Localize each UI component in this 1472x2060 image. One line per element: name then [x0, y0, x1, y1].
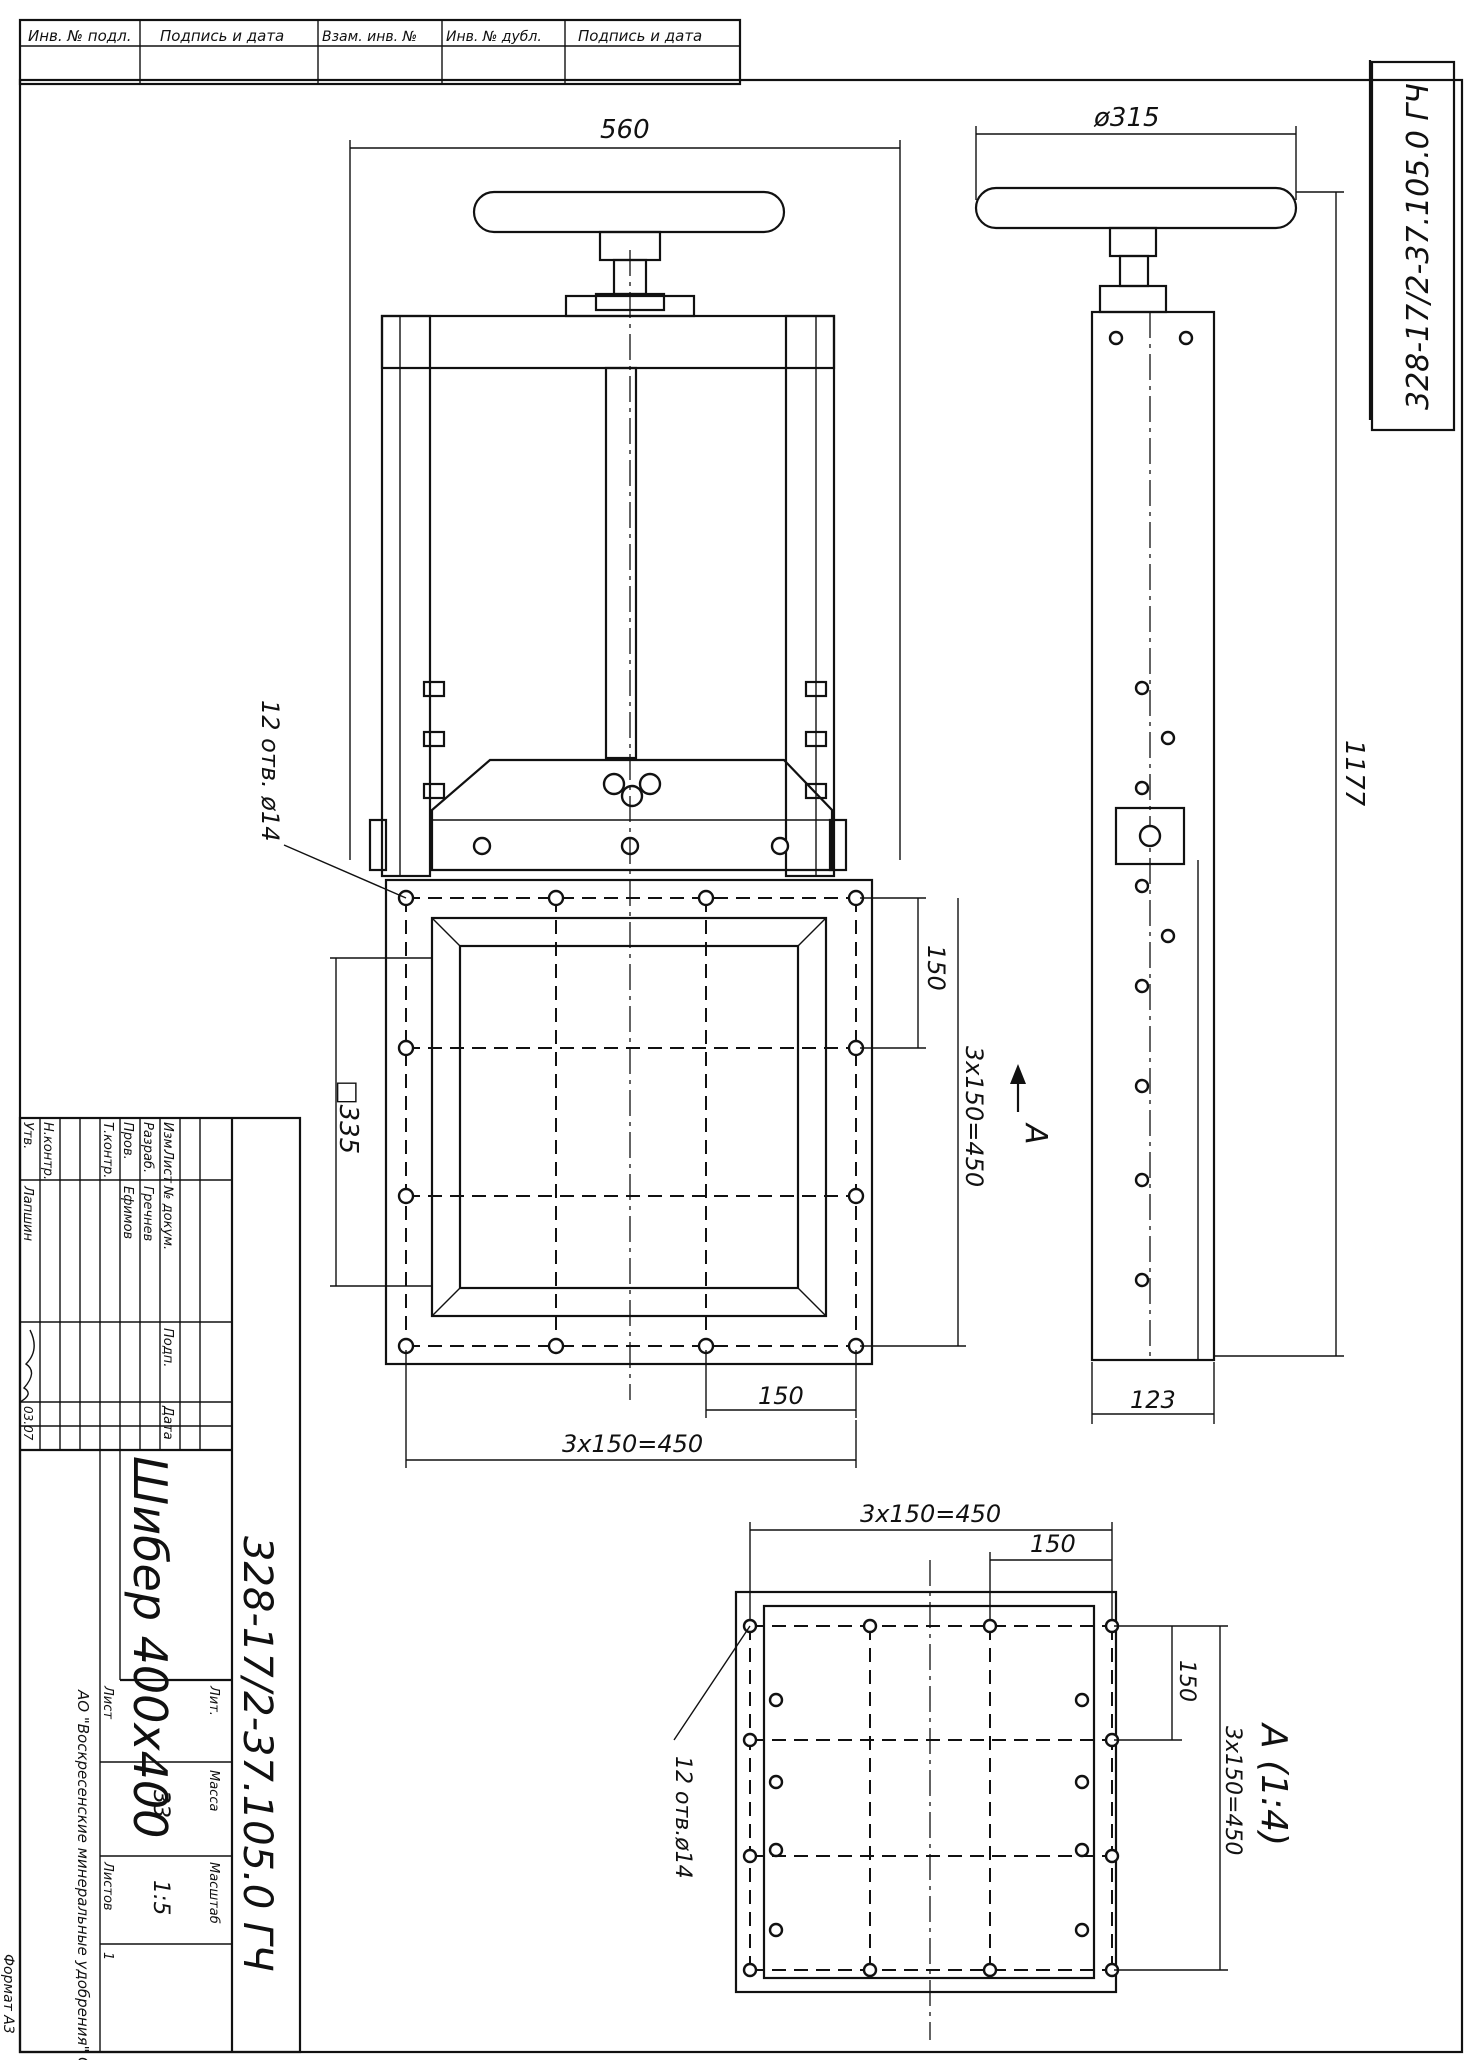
dim-pitch-vertical: 150 [922, 945, 950, 991]
tb-label-izm: Изм. [160, 1122, 175, 1153]
opening-inner [458, 944, 800, 1290]
dim-pitch-total-vertical: 3х150=450 [960, 1046, 988, 1187]
view-a-holes [742, 1618, 1120, 1978]
format-label: Формат А3 [0, 1954, 16, 2034]
tb-label-sheets: Листов [100, 1861, 115, 1911]
tb-utv-name: Лапшин [20, 1185, 35, 1242]
tb-razrab-name: Гречнев [140, 1186, 155, 1241]
stamp-sign-date-1: Подпись и дата [160, 27, 284, 45]
dim-side-depth: 123 [1130, 1386, 1176, 1414]
view-a-dim-pitch-vertical: 150 [1174, 1660, 1199, 1702]
view-a-dim-pitch: 150 [1030, 1530, 1076, 1558]
side-body [1090, 310, 1216, 1362]
flange [384, 878, 874, 1366]
top-beam [380, 314, 836, 370]
right-post [784, 314, 836, 878]
front-view: 560 12 отв. ø14 □335 150 3х150=450 А 150… [256, 115, 1053, 1468]
stamp-sign-date-2: Подпись и дата [578, 27, 702, 45]
stamp-vzam-inv: Взам. инв. № [322, 29, 417, 45]
dim-pitch-horizontal: 150 [758, 1382, 804, 1410]
signature-mark [19, 1329, 35, 1403]
view-a-holes-note: 12 отв.ø14 [670, 1756, 695, 1879]
tb-scale-value: 1:5 [148, 1880, 173, 1915]
tb-signature-date: 03.07 [21, 1406, 35, 1441]
view-a: 3х150=450 150 150 3х150=450 А (1:4) 12 о… [670, 1500, 1294, 2040]
tb-label-scale: Масштаб [206, 1862, 221, 1924]
view-arrow-label: А [1018, 1122, 1053, 1145]
view-a-dim-total-vertical: 3х150=450 [1220, 1726, 1245, 1855]
tb-label-nkontr: Н.контр. [40, 1122, 55, 1180]
tb-sheets-value: 1 [100, 1952, 115, 1960]
side-holes [1108, 330, 1194, 1288]
drawing-number-box: 328-17/2-37.105.0 ГЧ [1370, 60, 1456, 432]
dim-front-width: 560 [600, 115, 650, 145]
tb-mass-value: 33 [148, 1790, 173, 1818]
handwheel [472, 190, 786, 234]
tb-label-tkontr: Т.контр. [100, 1122, 115, 1178]
tb-label-doc: № докум. [160, 1185, 175, 1250]
tb-name: Шибер 400х400 [123, 1456, 177, 1838]
tb-label-lit: Лит. [206, 1685, 221, 1716]
tb-company: АО "Воскресенские минеральные удобрения"… [74, 1689, 92, 2060]
tb-label-prov: Пров. [120, 1122, 135, 1160]
stamp-inv-dubl: Инв. № дубл. [446, 29, 542, 45]
handwheel-side [974, 186, 1298, 230]
tb-label-razrab: Разраб. [140, 1122, 155, 1173]
stamp-inv-podl: Инв. № подл. [28, 27, 131, 45]
view-a-dim-total: 3х150=450 [860, 1500, 1001, 1528]
dim-height: 1177 [1339, 740, 1369, 807]
tb-label-sign: Подп. [160, 1328, 175, 1367]
holes-note: 12 отв. ø14 [256, 700, 284, 841]
drawing-number-vertical: 328-17/2-37.105.0 ГЧ [1401, 83, 1436, 410]
view-a-body [734, 1590, 1118, 1994]
tb-label-list: Лист [160, 1149, 175, 1183]
dim-side-diameter: ø315 [1093, 103, 1160, 133]
tb-prov-name: Ефимов [120, 1186, 135, 1239]
dim-pitch-total-horizontal: 3х150=450 [562, 1430, 703, 1458]
opening-outer [430, 916, 828, 1318]
flange-holes [397, 889, 865, 1355]
tb-label-utv: Утв. [20, 1122, 35, 1149]
tb-label-sheet: Лист [100, 1685, 115, 1719]
side-view: ø315 1177 123 [974, 103, 1369, 1424]
tb-label-mass: Масса [206, 1770, 221, 1811]
left-post [380, 314, 432, 878]
dim-opening: □335 [333, 1080, 363, 1154]
title-block: Изм. Лист № докум. Подп. Дата Разраб. Пр… [0, 1116, 302, 2060]
spindle [604, 366, 638, 760]
top-stamp: Инв. № подл. Подпись и дата Взам. инв. №… [18, 18, 742, 86]
view-a-title: А (1:4) [1253, 1722, 1294, 1846]
tb-designation: 328-17/2-37.105.0 ГЧ [234, 1536, 280, 1972]
tb-label-date: Дата [160, 1405, 175, 1440]
